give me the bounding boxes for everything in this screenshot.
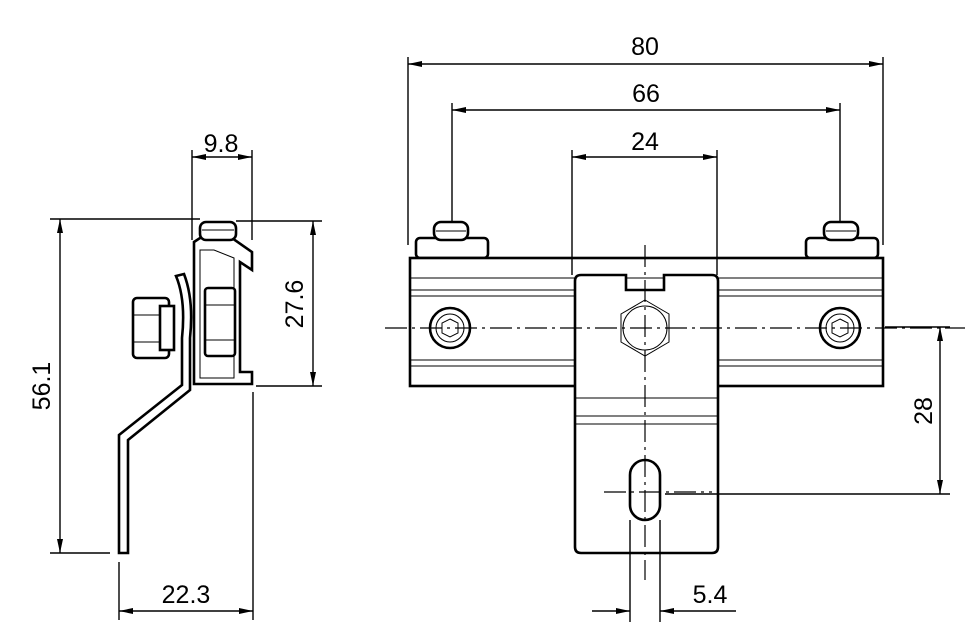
dim-slot-width: 5.4 xyxy=(693,581,728,609)
right-screw xyxy=(804,220,880,260)
washer xyxy=(158,304,176,352)
dim-clamp-width: 24 xyxy=(631,128,659,156)
dim-side-depth-top: 9.8 xyxy=(204,130,239,158)
dim-slot-offset: 28 xyxy=(910,397,938,425)
front-view: 80 66 24 28 5.4 xyxy=(385,33,965,622)
dim-rail-height: 27.6 xyxy=(281,280,309,329)
dim-overall-height: 56.1 xyxy=(28,362,56,411)
clamp-nut xyxy=(203,286,237,358)
clamp-body xyxy=(573,273,720,555)
side-view: 9.8 27.6 56.1 22.3 xyxy=(28,130,322,620)
dim-bolt-spacing: 66 xyxy=(632,80,660,108)
left-screw xyxy=(414,220,490,260)
top-screw-head xyxy=(198,220,238,242)
dim-side-depth-bottom: 22.3 xyxy=(162,581,211,609)
bracket-strip xyxy=(117,272,193,555)
dim-overall-width: 80 xyxy=(631,33,659,61)
